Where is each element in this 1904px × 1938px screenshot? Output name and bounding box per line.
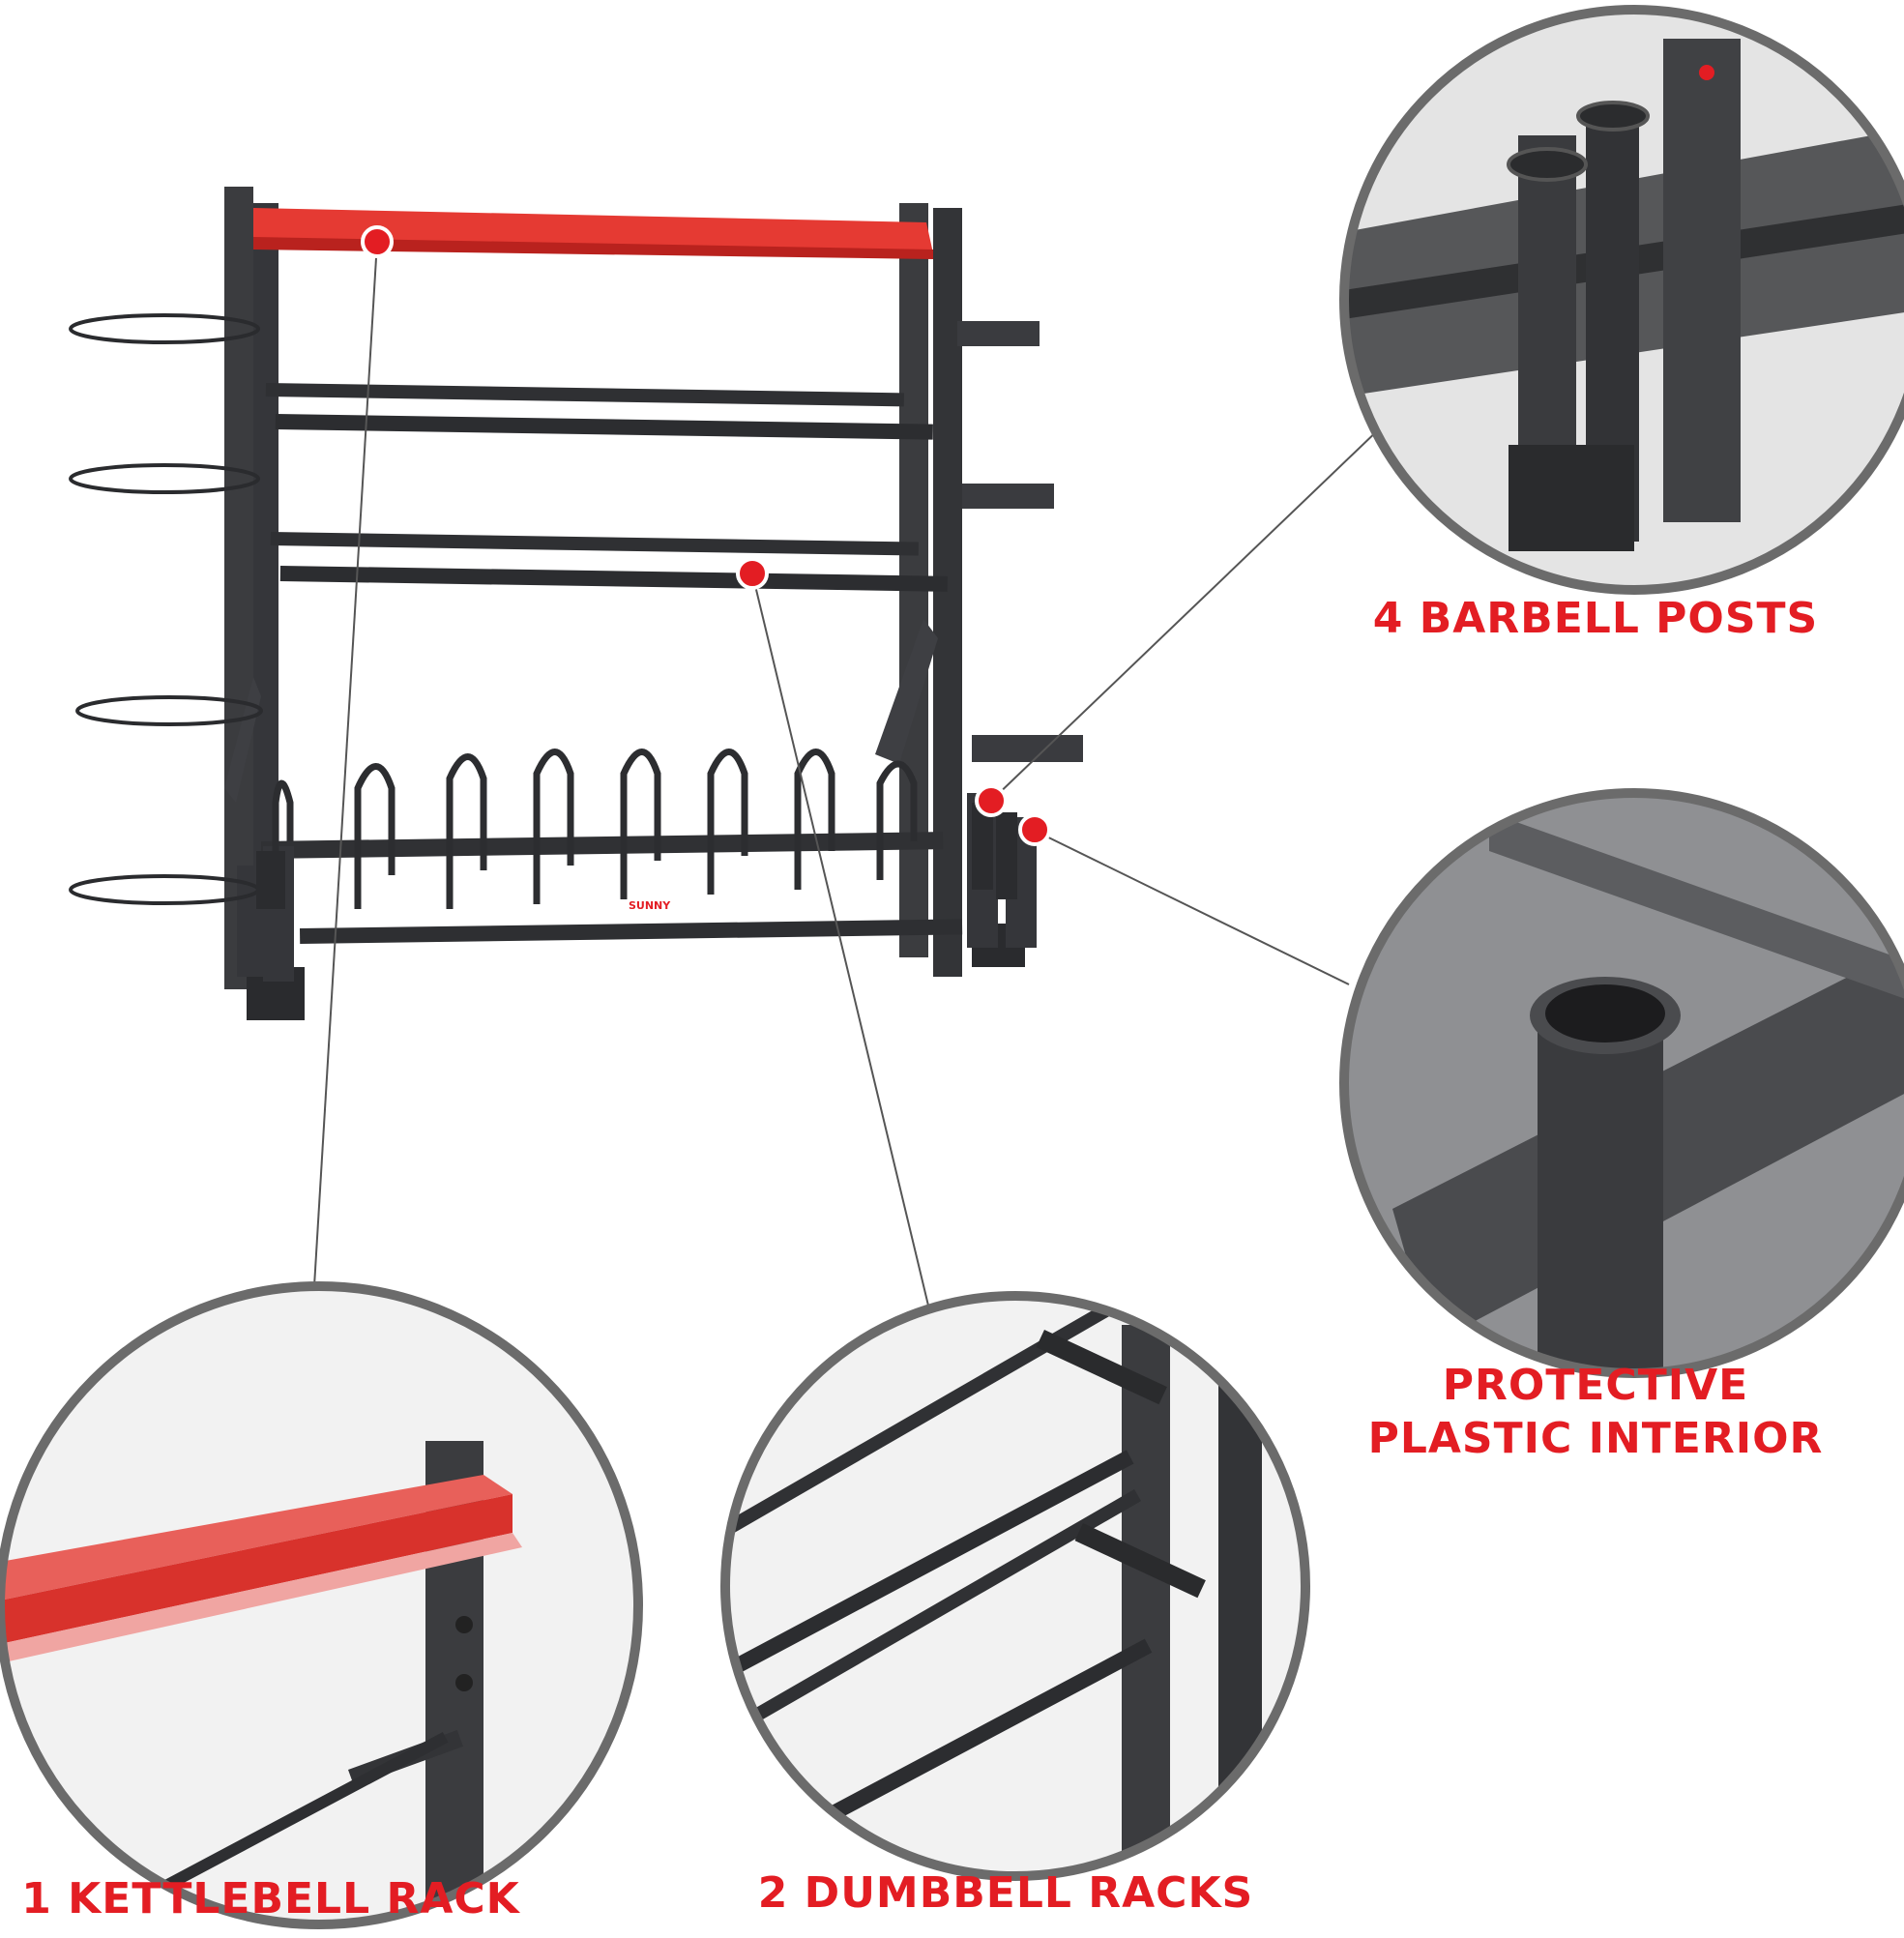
zoom-plastic-interior — [1339, 788, 1904, 1378]
zoom-kettlebell-rack — [0, 1281, 643, 1929]
kettlebell-marker — [361, 225, 394, 258]
storage-rack-illustration — [69, 187, 1083, 1020]
caption-plastic-interior: PROTECTIVE PLASTIC INTERIOR — [1334, 1359, 1857, 1465]
zoom-dumbbell-racks — [720, 1291, 1310, 1881]
caption-dumbbell-racks: 2 DUMBBELL RACKS — [757, 1868, 1254, 1918]
callout-markers — [361, 225, 1051, 846]
brand-logo: SUNNY — [629, 899, 671, 912]
dumbbell-marker — [736, 557, 769, 590]
caption-plastic-interior-text: PROTECTIVE PLASTIC INTERIOR — [1367, 1361, 1824, 1463]
zoom-barbell-posts — [1339, 5, 1904, 595]
barbell-post-marker — [975, 784, 1008, 817]
plastic-interior-marker — [1018, 813, 1051, 846]
caption-barbell-posts: 4 BARBELL POSTS — [1372, 594, 1819, 643]
caption-kettlebell-rack: 1 KETTLEBELL RACK — [21, 1874, 520, 1923]
callout-leaders — [313, 241, 1384, 1307]
